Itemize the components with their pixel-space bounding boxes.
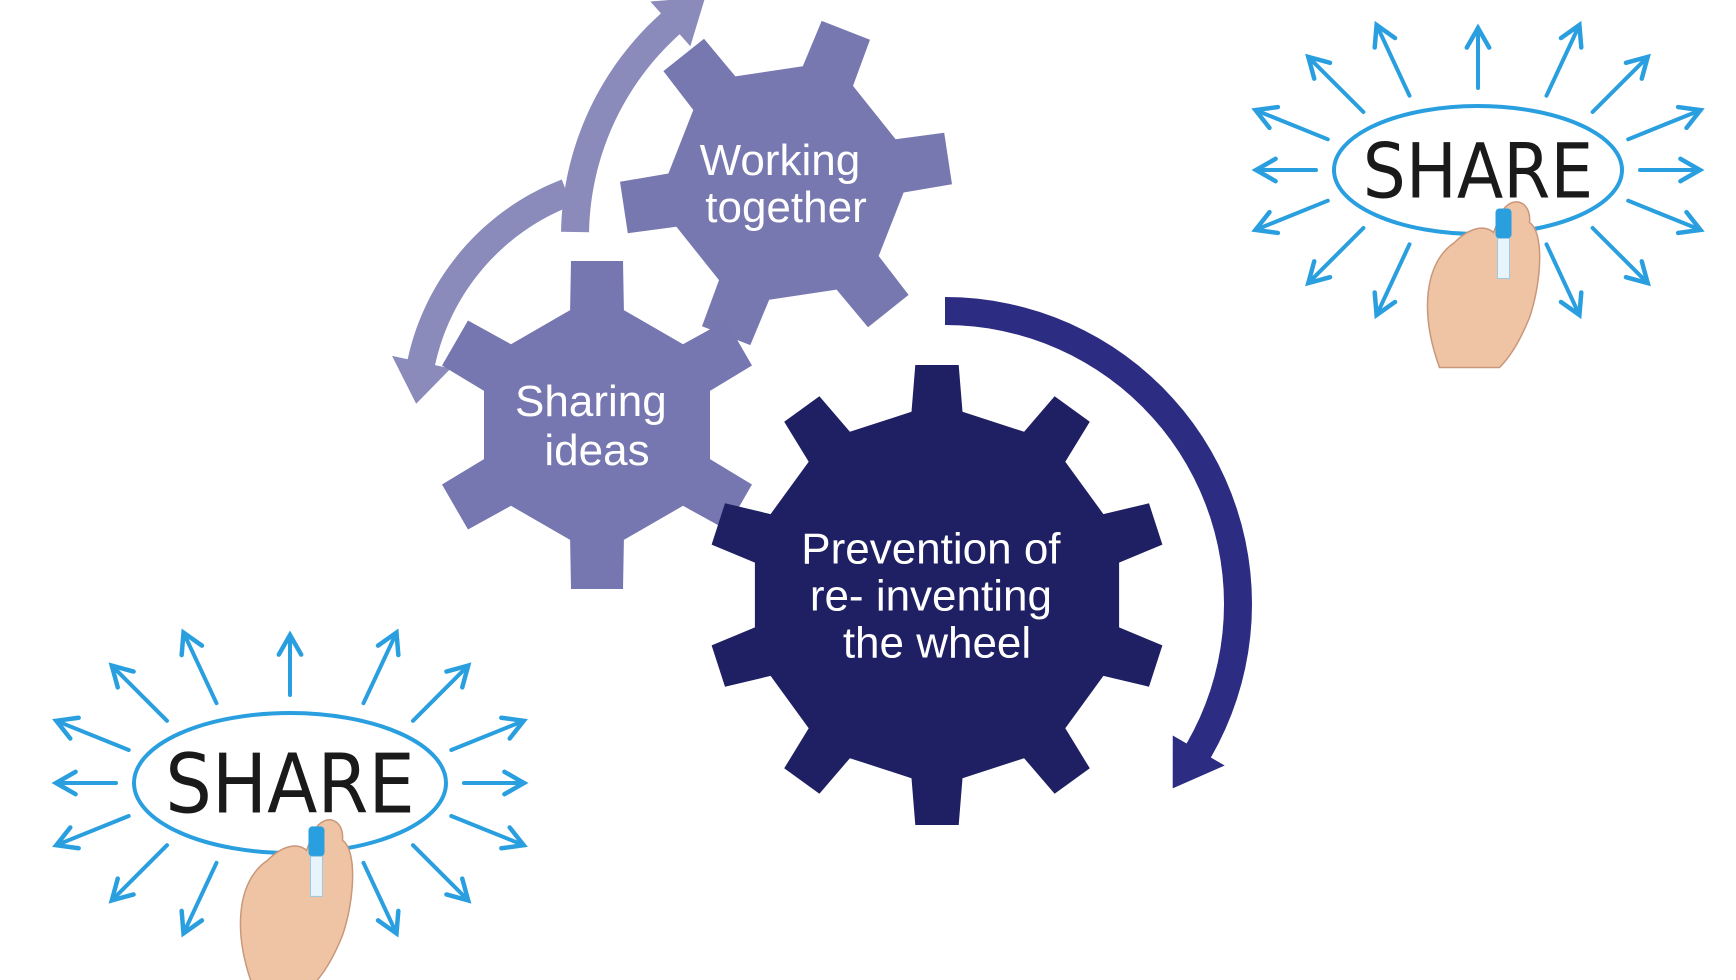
share-ray-arrow [108,843,169,904]
share-ray-arrow [411,662,472,723]
hand-shape [1426,201,1541,369]
hand-with-marker-icon [1426,201,1541,369]
svg-text:Working together: Working together [700,136,873,232]
share-ray-arrow [52,814,131,851]
share-ray-arrow [1544,242,1584,320]
share-ray-arrow [361,628,401,706]
marker-pen [1495,208,1512,239]
share-ray-arrow [108,662,169,723]
gear-working-together: Working together [620,20,952,346]
marker-pen [308,826,325,857]
share-ray-arrow [1305,53,1366,114]
share-ray-arrow [411,843,472,904]
curved-arrow-upper [561,0,705,233]
share-word: SHARE [1363,126,1593,215]
share-ray-arrow [1251,198,1330,236]
gear-prevention-label-line-2: re- inventing [810,571,1052,620]
share-ray-arrow [1372,20,1412,98]
gear-sharing-label-line-2: ideas [544,426,649,475]
gear-icon [442,261,752,589]
share-ray-arrow [1372,242,1412,320]
gear-prevention-label-line-1: Prevention of [801,524,1061,573]
share-illustration-bottom-left: SHARE [51,628,529,980]
gear-sharing-ideas: Sharing ideas [442,261,752,589]
hand-with-marker-icon [239,819,354,980]
gear-prevention-of-reinventing: Prevention of re- inventing the wheel [711,365,1163,825]
curved-arrow-shape [392,179,572,404]
gear-icon [620,20,952,346]
share-ray-arrow [1626,198,1705,236]
share-ray-arrow [179,628,219,706]
share-ray-arrow [361,860,401,938]
gear-working-label-line-2: together [705,183,866,232]
share-word: SHARE [165,738,415,833]
share-rays [1251,20,1705,320]
curved-arrow-right [945,297,1252,789]
gear-prevention-label-line-3: the wheel [843,618,1031,667]
hand-shape [239,819,354,980]
share-ray-arrow [449,814,528,851]
share-illustration-top-right: SHARE [1251,20,1705,369]
share-ray-arrow [1590,226,1651,287]
marker-barrel [1497,237,1511,279]
curved-arrow-shape [945,297,1252,789]
curved-arrow-shape [561,0,705,233]
share-rays [51,628,529,938]
gear-icon [711,365,1163,825]
marker-barrel [309,855,323,897]
share-ray-arrow [1626,104,1705,142]
share-ray-arrow [1590,53,1651,114]
share-ray-arrow [1544,20,1584,98]
gear-sharing-label-line-1: Sharing [515,377,667,426]
share-ray-arrow [179,860,219,938]
share-ray-arrow [1305,226,1366,287]
svg-text:Sharing ideas: Sharing ideas [515,377,679,475]
gear-working-label-line-1: Working [700,136,861,185]
share-ray-arrow [1251,104,1330,142]
share-ray-arrow [52,715,131,752]
svg-text:Prevention of re- invent: Prevention of re- inventing the wheel [801,524,1073,667]
share-ray-arrow [449,715,528,752]
curved-arrow-left [392,179,572,404]
